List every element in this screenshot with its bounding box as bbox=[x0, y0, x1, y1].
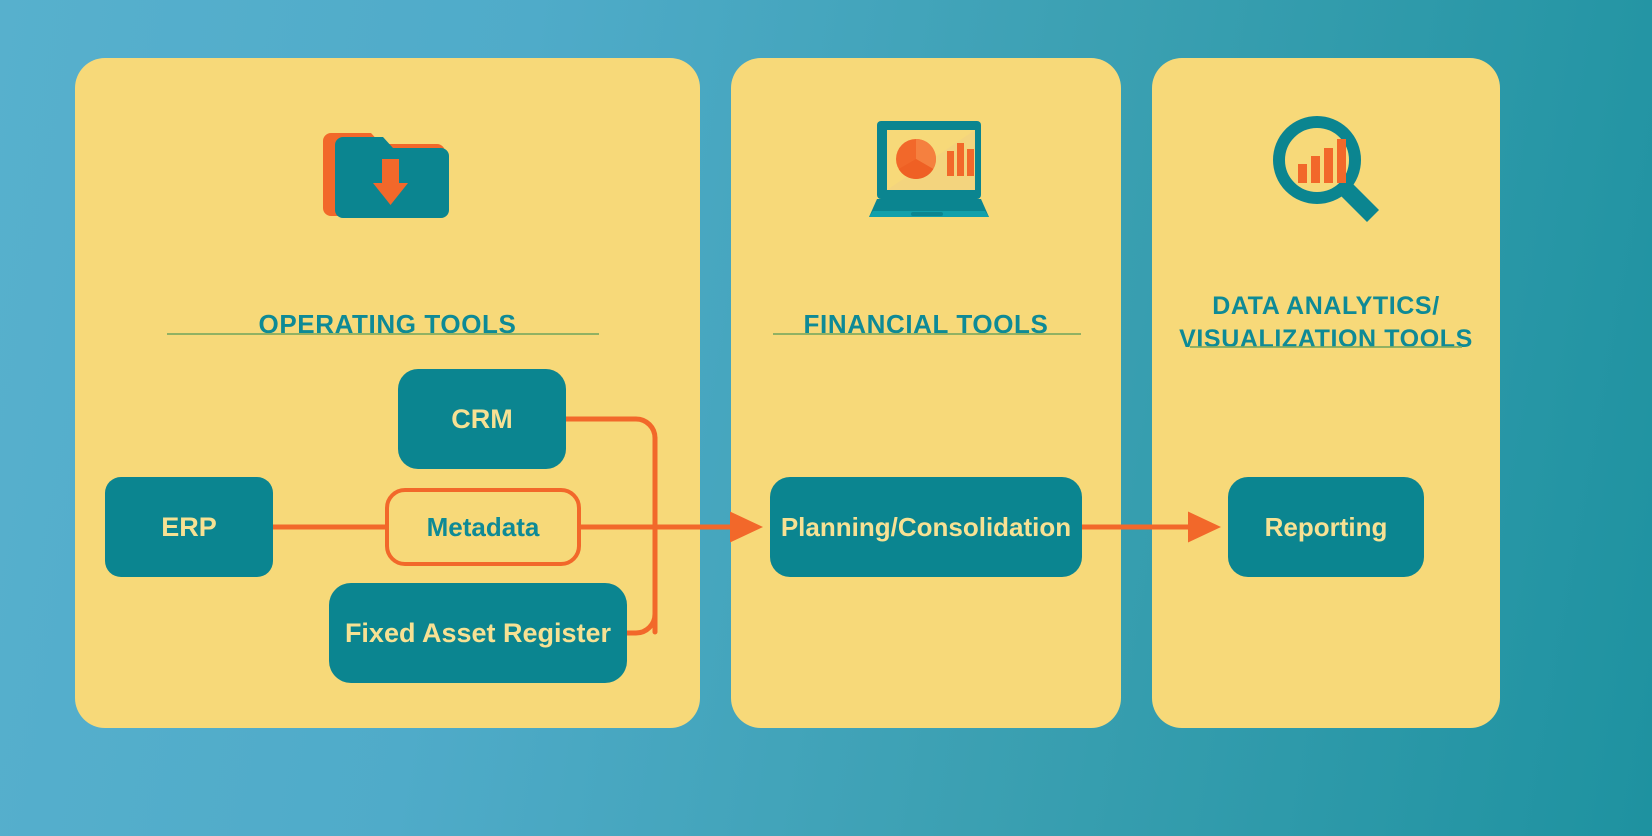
magnifier-bar-chart-icon bbox=[1152, 104, 1500, 234]
panel-divider bbox=[1190, 346, 1462, 348]
node-reporting[interactable]: Reporting bbox=[1228, 477, 1424, 577]
panel-financial-tools: FINANCIAL TOOLS bbox=[731, 58, 1121, 728]
node-planning-consolidation[interactable]: Planning/Consolidation bbox=[770, 477, 1082, 577]
panel-divider bbox=[773, 333, 1081, 335]
laptop-analytics-icon bbox=[731, 104, 1121, 234]
node-fixed-asset-register[interactable]: Fixed Asset Register bbox=[329, 583, 627, 683]
folder-download-icon bbox=[75, 104, 700, 234]
panel-data-analytics-tools: DATA ANALYTICS/ VISUALIZATION TOOLS bbox=[1152, 58, 1500, 728]
node-crm[interactable]: CRM bbox=[398, 369, 566, 469]
node-metadata[interactable]: Metadata bbox=[385, 488, 581, 566]
node-erp[interactable]: ERP bbox=[105, 477, 273, 577]
connector-far-to-planning bbox=[624, 435, 658, 636]
panel-divider bbox=[167, 333, 599, 335]
